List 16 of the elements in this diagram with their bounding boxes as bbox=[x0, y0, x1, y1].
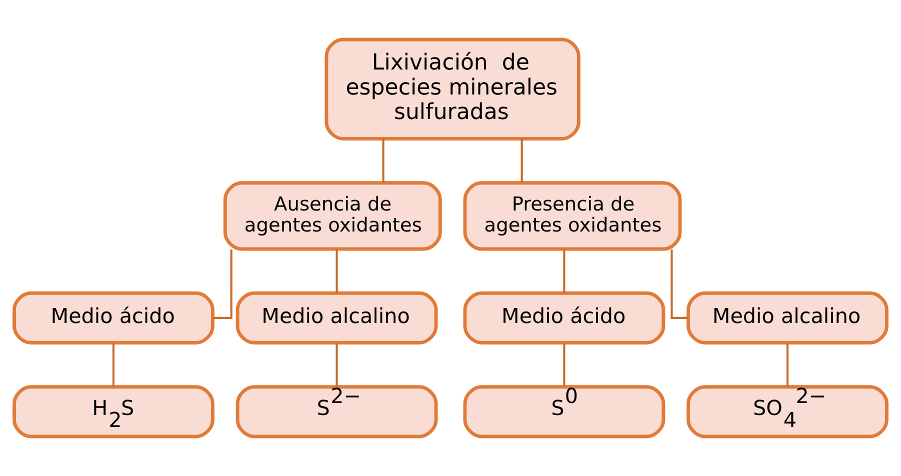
node-box: Medio ácido bbox=[12, 291, 214, 344]
connector bbox=[563, 249, 566, 293]
connector bbox=[336, 343, 338, 386]
connector bbox=[336, 249, 338, 293]
connector bbox=[786, 343, 789, 386]
node-box: Lixiviación de especies minerales sulfuradas bbox=[324, 38, 580, 140]
node-box: Presencia de agentes oxidantes bbox=[463, 181, 682, 251]
connector bbox=[212, 249, 232, 319]
node-box: Ausencia de agentes oxidantes bbox=[223, 181, 442, 251]
connector bbox=[382, 138, 384, 183]
node-box: Medio alcalino bbox=[236, 291, 438, 344]
node-box: Medio ácido bbox=[463, 291, 666, 344]
connector bbox=[563, 343, 566, 386]
connector bbox=[112, 343, 115, 386]
node-box: Medio alcalino bbox=[686, 291, 888, 344]
connector bbox=[520, 138, 523, 183]
